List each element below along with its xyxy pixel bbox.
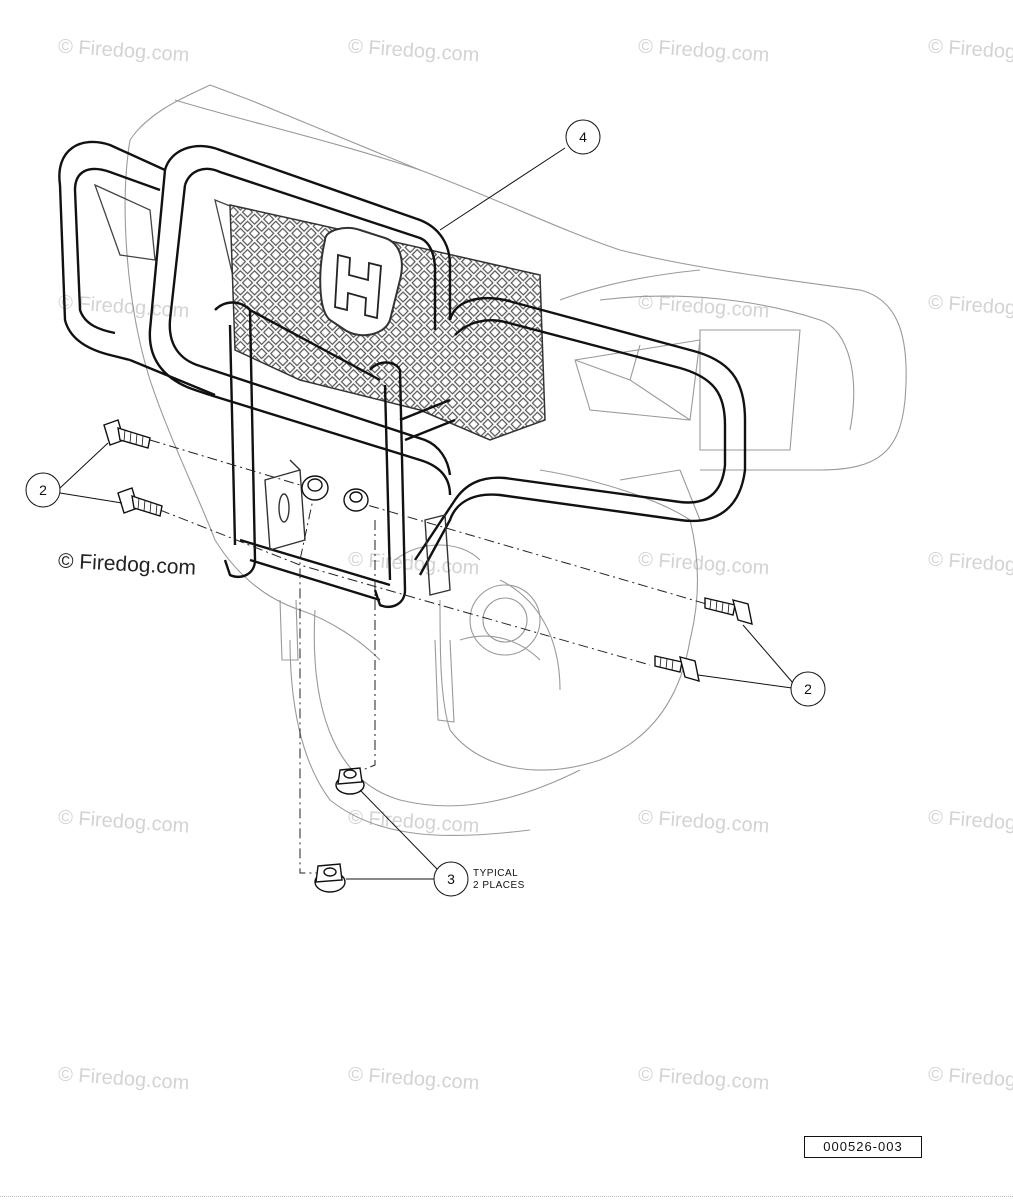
- callout-number: 3: [447, 871, 455, 887]
- flange-nut-upper: [335, 767, 365, 795]
- note-line-2: 2 PLACES: [473, 880, 525, 891]
- bolt-upper-left: [103, 419, 151, 449]
- flange-nut-lower: [314, 863, 346, 893]
- callout-number: 2: [39, 482, 47, 498]
- callout-item-3: 3: [433, 861, 469, 897]
- callout-item-2-right: 2: [790, 671, 826, 707]
- leader-lines: [59, 147, 794, 880]
- brush-guard-frame: [58, 140, 747, 609]
- callout-item-4: 4: [565, 119, 601, 155]
- callout-number: 4: [579, 129, 587, 145]
- atv-body-outline: [124, 84, 907, 837]
- bottom-dotted-divider: [0, 1196, 1013, 1198]
- bolt-lower-left: [117, 487, 163, 517]
- bolt-upper-right: [704, 597, 753, 625]
- figure-id-box: 000526-003: [804, 1136, 922, 1158]
- mounting-bracket: [264, 459, 451, 596]
- callout-item-2-left: 2: [25, 472, 61, 508]
- typical-note: TYPICAL 2 PLACES: [473, 868, 525, 892]
- bolt-lower-right: [654, 655, 700, 682]
- brand-logo-h: [334, 253, 382, 320]
- front-grille: [229, 204, 546, 441]
- flange-nut: [301, 475, 369, 512]
- note-line-1: TYPICAL: [473, 868, 519, 879]
- callout-number: 2: [804, 681, 812, 697]
